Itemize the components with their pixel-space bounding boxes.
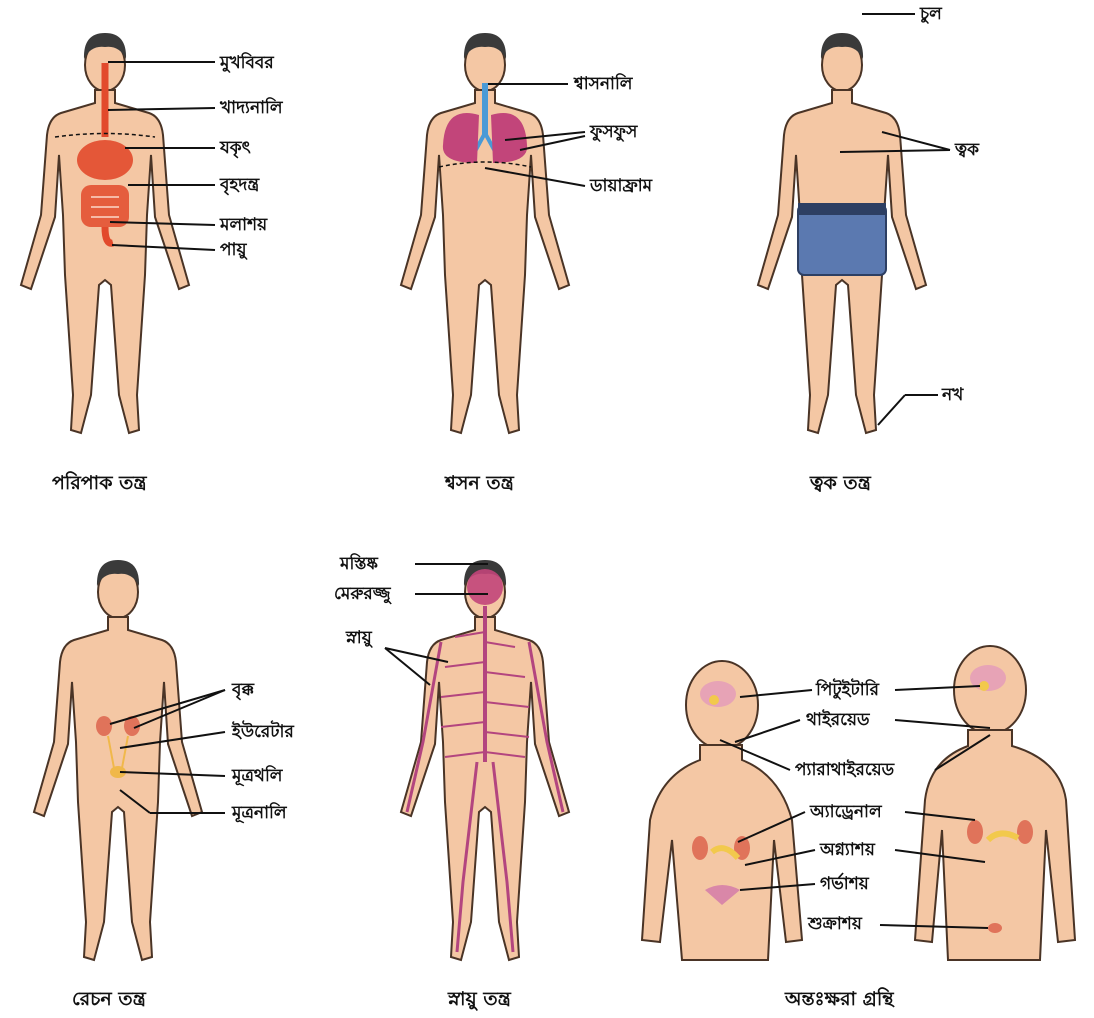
label-ureter: ইউরেটার — [232, 722, 294, 742]
label-rectum: মলাশয় — [220, 215, 267, 235]
label-bladder: মূত্রথলি — [232, 766, 282, 786]
label-large-intestine: বৃহদন্ত্র — [220, 175, 259, 195]
excretory-figure — [34, 560, 202, 960]
label-testis: শুক্রাশয় — [808, 914, 862, 934]
label-hair: চুল — [920, 4, 942, 24]
label-skin: ত্বক — [955, 140, 979, 160]
label-spinal-cord: মেরুরজ্জু — [334, 584, 391, 604]
label-urethra: মূত্রনালি — [232, 803, 287, 823]
digestive-figure — [21, 33, 189, 433]
label-brain: মস্তিষ্ক — [340, 554, 378, 574]
label-kidney: বৃক্ক — [232, 680, 254, 700]
label-esophagus: খাদ্যনালি — [220, 98, 283, 118]
label-nerves: স্নায়ু — [346, 628, 372, 648]
label-lungs: ফুসফুস — [590, 122, 637, 142]
caption-skin-system: ত্বক তন্ত্র — [810, 472, 871, 494]
respiratory-figure — [401, 33, 569, 433]
label-adrenal: অ্যাড্রেনাল — [810, 802, 882, 822]
label-trachea: শ্বাসনালি — [574, 74, 632, 94]
label-thyroid: থাইরয়েড — [806, 710, 870, 730]
endocrine-male-figure — [915, 646, 1075, 960]
label-liver: যকৃৎ — [220, 138, 251, 158]
caption-excretory-system: রেচন তন্ত্র — [72, 988, 146, 1010]
label-mouth: মুখবিবর — [220, 53, 274, 73]
label-diaphragm: ডায়াফ্রাম — [590, 176, 652, 196]
caption-nervous-system: স্নায়ু তন্ত্র — [448, 988, 511, 1010]
caption-endocrine-glands: অন্তঃক্ষরা গ্রন্থি — [785, 988, 894, 1010]
label-pancreas: অগ্ন্যাশয় — [820, 840, 875, 860]
caption-respiratory-system: শ্বসন তন্ত্র — [445, 472, 514, 494]
caption-digestive-system: পরিপাক তন্ত্র — [52, 472, 147, 494]
label-uterus: গর্ভাশয় — [820, 874, 869, 894]
label-pituitary: পিটুইটারি — [816, 680, 879, 700]
skin-figure — [758, 33, 926, 433]
label-anus: পায়ু — [220, 240, 246, 260]
nervous-figure — [401, 560, 569, 960]
endocrine-female-figure — [642, 661, 802, 960]
label-parathyroid: প্যারাথাইরয়েড — [795, 760, 894, 780]
label-nail: নখ — [942, 385, 963, 405]
